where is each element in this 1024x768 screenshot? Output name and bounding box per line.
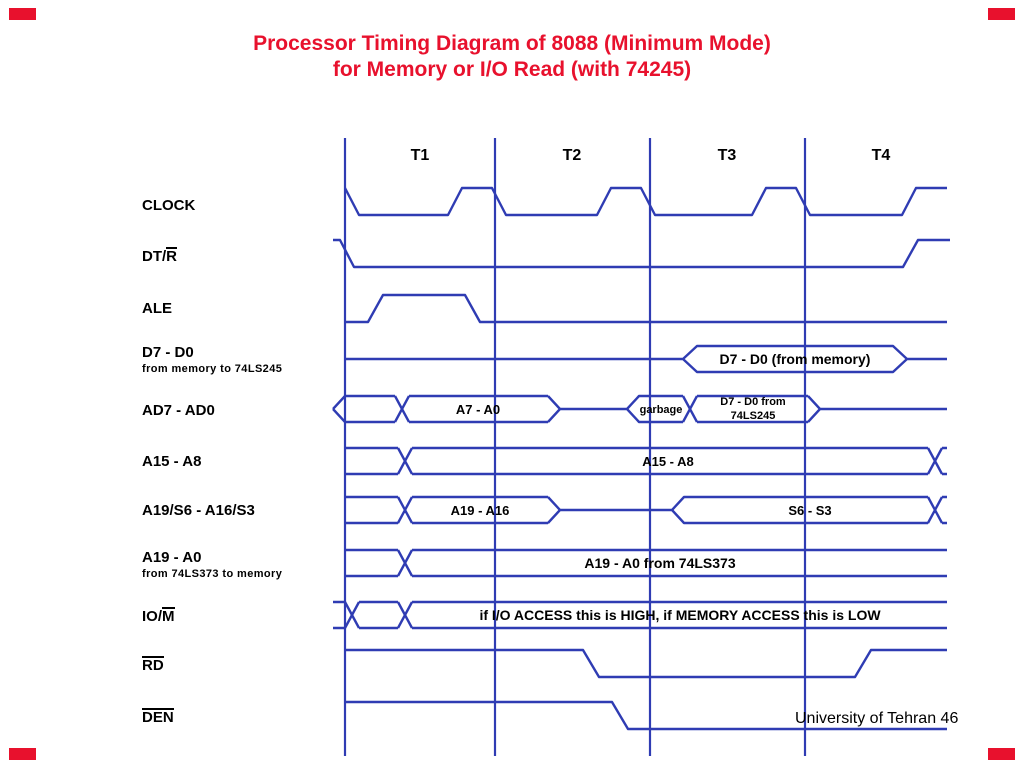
annotation-d7d0-from-74ls245-line1: D7 - D0 from bbox=[720, 396, 786, 408]
signal-sublabel-a19a0: from 74LS373 to memory bbox=[142, 568, 283, 580]
t4-label: T4 bbox=[872, 147, 891, 164]
a19a0-waveform bbox=[345, 548, 947, 578]
t2-label: T2 bbox=[563, 147, 582, 164]
page-title-line2: for Memory or I/O Read (with 74245) bbox=[332, 58, 692, 81]
a15a8-waveform bbox=[345, 446, 947, 476]
annotation-a7-a0: A7 - A0 bbox=[456, 402, 500, 417]
page-title: Processor Timing Diagram of 8088 (Minimu… bbox=[0, 31, 1024, 83]
den-waveform bbox=[345, 700, 947, 731]
footer-university-slide-number: University of Tehran 46 bbox=[795, 710, 959, 727]
corner-mark-top-right bbox=[988, 8, 1015, 20]
signal-label-ad7ad0: AD7 - AD0 bbox=[142, 402, 215, 419]
dtr-waveform bbox=[333, 238, 950, 269]
signal-label-a19s6: A19/S6 - A16/S3 bbox=[142, 502, 255, 519]
signal-label-den: DEN bbox=[142, 708, 174, 726]
signal-sublabel-d7d0: from memory to 74LS245 bbox=[142, 363, 283, 375]
annotation-s6-s3: S6 - S3 bbox=[788, 503, 831, 518]
annotation-iom-note: if I/O ACCESS this is HIGH, if MEMORY AC… bbox=[479, 607, 881, 623]
d7d0-waveform bbox=[345, 344, 947, 374]
signal-label-rd: RD bbox=[142, 656, 164, 674]
annotation-d7d0-from-memory: D7 - D0 (from memory) bbox=[720, 351, 871, 367]
corner-mark-bottom-right bbox=[988, 748, 1015, 760]
signal-label-a15a8: A15 - A8 bbox=[142, 453, 202, 470]
ale-waveform bbox=[345, 293, 947, 324]
annotation-garbage: garbage bbox=[640, 404, 683, 416]
a19s6-waveform bbox=[345, 495, 947, 525]
signal-label-dtr: DT/R bbox=[142, 247, 178, 265]
annotation-a19-a16: A19 - A16 bbox=[451, 503, 510, 518]
annotation-d7d0-from-74ls245-line2: 74LS245 bbox=[731, 410, 776, 422]
corner-mark-top-left bbox=[9, 8, 36, 20]
signal-label-a19a0: A19 - A0 from 74LS373 to memory bbox=[142, 549, 283, 580]
signal-label-iom: IO/M bbox=[142, 607, 175, 625]
signal-label-clock: CLOCK bbox=[142, 197, 196, 214]
annotation-a15-a8: A15 - A8 bbox=[642, 454, 694, 469]
rd-waveform bbox=[345, 648, 947, 679]
annotation-a19-a0-from-74ls373: A19 - A0 from 74LS373 bbox=[584, 555, 735, 571]
corner-mark-bottom-left bbox=[9, 748, 36, 760]
signal-label-d7d0: D7 - D0 from memory to 74LS245 bbox=[142, 344, 283, 375]
t3-label: T3 bbox=[718, 147, 737, 164]
iom-waveform bbox=[333, 600, 947, 630]
signal-label-ale: ALE bbox=[142, 300, 172, 317]
page-title-line1: Processor Timing Diagram of 8088 (Minimu… bbox=[253, 32, 771, 55]
ad7ad0-waveform bbox=[332, 394, 947, 424]
clock-waveform bbox=[343, 186, 947, 217]
t1-label: T1 bbox=[411, 147, 430, 164]
